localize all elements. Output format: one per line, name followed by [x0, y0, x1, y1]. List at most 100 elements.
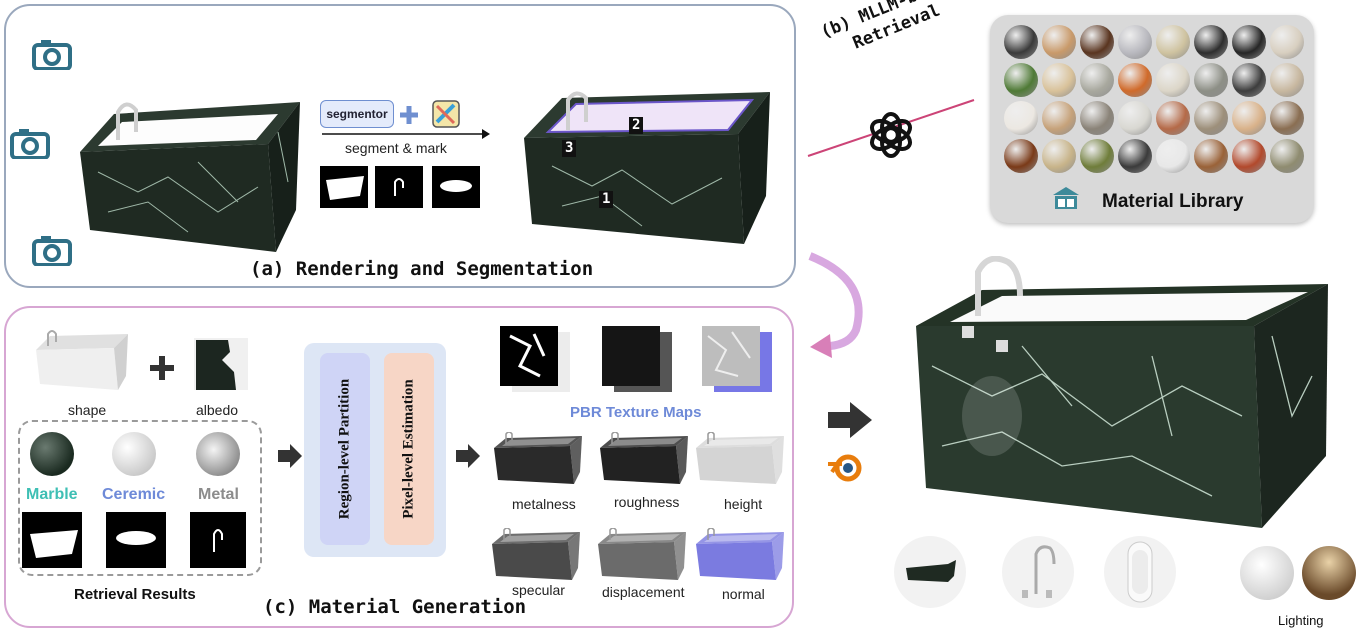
material-sphere [1194, 63, 1228, 97]
retrieval-label: (b) MLLM-based Retrieval [818, 0, 959, 54]
mask-thumbnail [432, 166, 480, 208]
material-sphere [1042, 25, 1076, 59]
material-sphere [1080, 63, 1114, 97]
panel-c-title: (c) Material Generation [263, 596, 527, 618]
metal-sphere [196, 432, 240, 476]
curved-arrow [808, 252, 863, 358]
material-sphere [1156, 139, 1190, 173]
openai-logo-icon [870, 112, 912, 158]
material-sphere [1194, 139, 1228, 173]
pbr-map-label: metalness [512, 496, 576, 512]
pixel-estimation-module: Pixel-level Estimation [384, 353, 434, 545]
panel-a-title: (a) Rendering and Segmentation [250, 258, 594, 280]
pbr-map-thumbnail [500, 326, 570, 392]
pbr-map-tub-metalness [494, 432, 582, 484]
material-name-ceramic: Ceremic [102, 486, 166, 503]
retrieval-results-box [18, 420, 262, 576]
camera-icon [10, 129, 50, 159]
segment-arrow [322, 129, 490, 139]
material-sphere [1232, 63, 1266, 97]
pbr-map-label: roughness [614, 494, 680, 510]
segment-mark-label: segment & mark [345, 140, 447, 156]
camera-icon [32, 236, 72, 266]
pbr-map-tub-specular [492, 528, 580, 580]
mask-thumbnail [320, 166, 368, 208]
material-sphere [1080, 139, 1114, 173]
material-sphere [1232, 139, 1266, 173]
pbr-map-label: displacement [602, 584, 685, 600]
metal-mask [190, 512, 246, 568]
pbr-map-tub-height [696, 432, 784, 484]
pbr-map-tub-displacement [598, 528, 686, 580]
shape-label: shape [68, 402, 107, 418]
library-title: Material Library [1102, 191, 1244, 212]
lighting-sphere [1240, 546, 1294, 600]
camera-icon [32, 40, 72, 70]
mask-thumbnail [375, 166, 423, 208]
segmentor-box: segmentor [320, 100, 394, 128]
material-sphere [1194, 25, 1228, 59]
arrow-right-icon [278, 444, 302, 468]
material-sphere [1232, 101, 1266, 135]
material-sphere [1232, 25, 1266, 59]
material-sphere [1270, 139, 1304, 173]
material-sphere [1194, 101, 1228, 135]
library-icon [1053, 187, 1079, 209]
region-mark-3: 3 [562, 140, 577, 157]
pbr-map-thumbnail [602, 326, 672, 392]
region-mark-1: 1 [599, 191, 614, 208]
material-sphere [1118, 25, 1152, 59]
material-name-marble: Marble [26, 486, 78, 503]
material-sphere [1118, 63, 1152, 97]
arrow-right-icon [456, 444, 480, 468]
material-sphere [1156, 25, 1190, 59]
region-partition-module: Region-level Partition [320, 353, 370, 545]
material-sphere [1080, 101, 1114, 135]
plus-icon [400, 106, 418, 124]
pbr-map-label: normal [722, 586, 765, 602]
material-sphere [1004, 63, 1038, 97]
pbr-map-tub-roughness [600, 432, 688, 484]
marker-logo-icon [432, 100, 460, 128]
material-sphere [1042, 101, 1076, 135]
material-sphere [1156, 63, 1190, 97]
environment-map-sphere [1302, 546, 1356, 600]
arrow-right-icon [828, 402, 872, 438]
material-sphere [1042, 139, 1076, 173]
pbr-map-label: height [724, 496, 763, 512]
lighting-label: Lighting [1278, 613, 1324, 628]
material-sphere [1042, 63, 1076, 97]
material-library-panel: Material Library [990, 15, 1314, 223]
segmented-bathtub [524, 91, 770, 244]
plus-icon [150, 356, 174, 380]
material-sphere [1270, 63, 1304, 97]
albedo-label: albedo [196, 402, 239, 418]
ceramic-sphere [112, 432, 156, 476]
pbr-map-label: specular [512, 582, 565, 598]
material-sphere [1004, 101, 1038, 135]
material-sphere [1080, 25, 1114, 59]
retrieval-results-label: Retrieval Results [74, 586, 196, 603]
generation-modules: Region-level Partition Pixel-level Estim… [304, 343, 446, 557]
blender-logo-icon [828, 454, 862, 482]
ceramic-mask [106, 512, 166, 568]
basin-part-icon [1127, 541, 1153, 603]
material-sphere [1004, 25, 1038, 59]
material-sphere [1118, 101, 1152, 135]
bathtub-render [80, 102, 300, 252]
marble-part-icon [906, 560, 956, 582]
material-sphere [1004, 139, 1038, 173]
pbr-map-tub-normal [696, 528, 784, 580]
material-sphere [1270, 101, 1304, 135]
shape-thumbnail [36, 330, 128, 390]
final-bathtub-render [916, 256, 1328, 528]
faucet-part-icon [1022, 545, 1056, 598]
region-mark-2: 2 [629, 117, 644, 134]
material-sphere [1118, 139, 1152, 173]
marble-mask [22, 512, 82, 568]
albedo-thumbnail [194, 338, 248, 390]
material-sphere [1270, 25, 1304, 59]
material-name-metal: Metal [198, 486, 239, 503]
material-sphere [1156, 101, 1190, 135]
marble-sphere [30, 432, 74, 476]
